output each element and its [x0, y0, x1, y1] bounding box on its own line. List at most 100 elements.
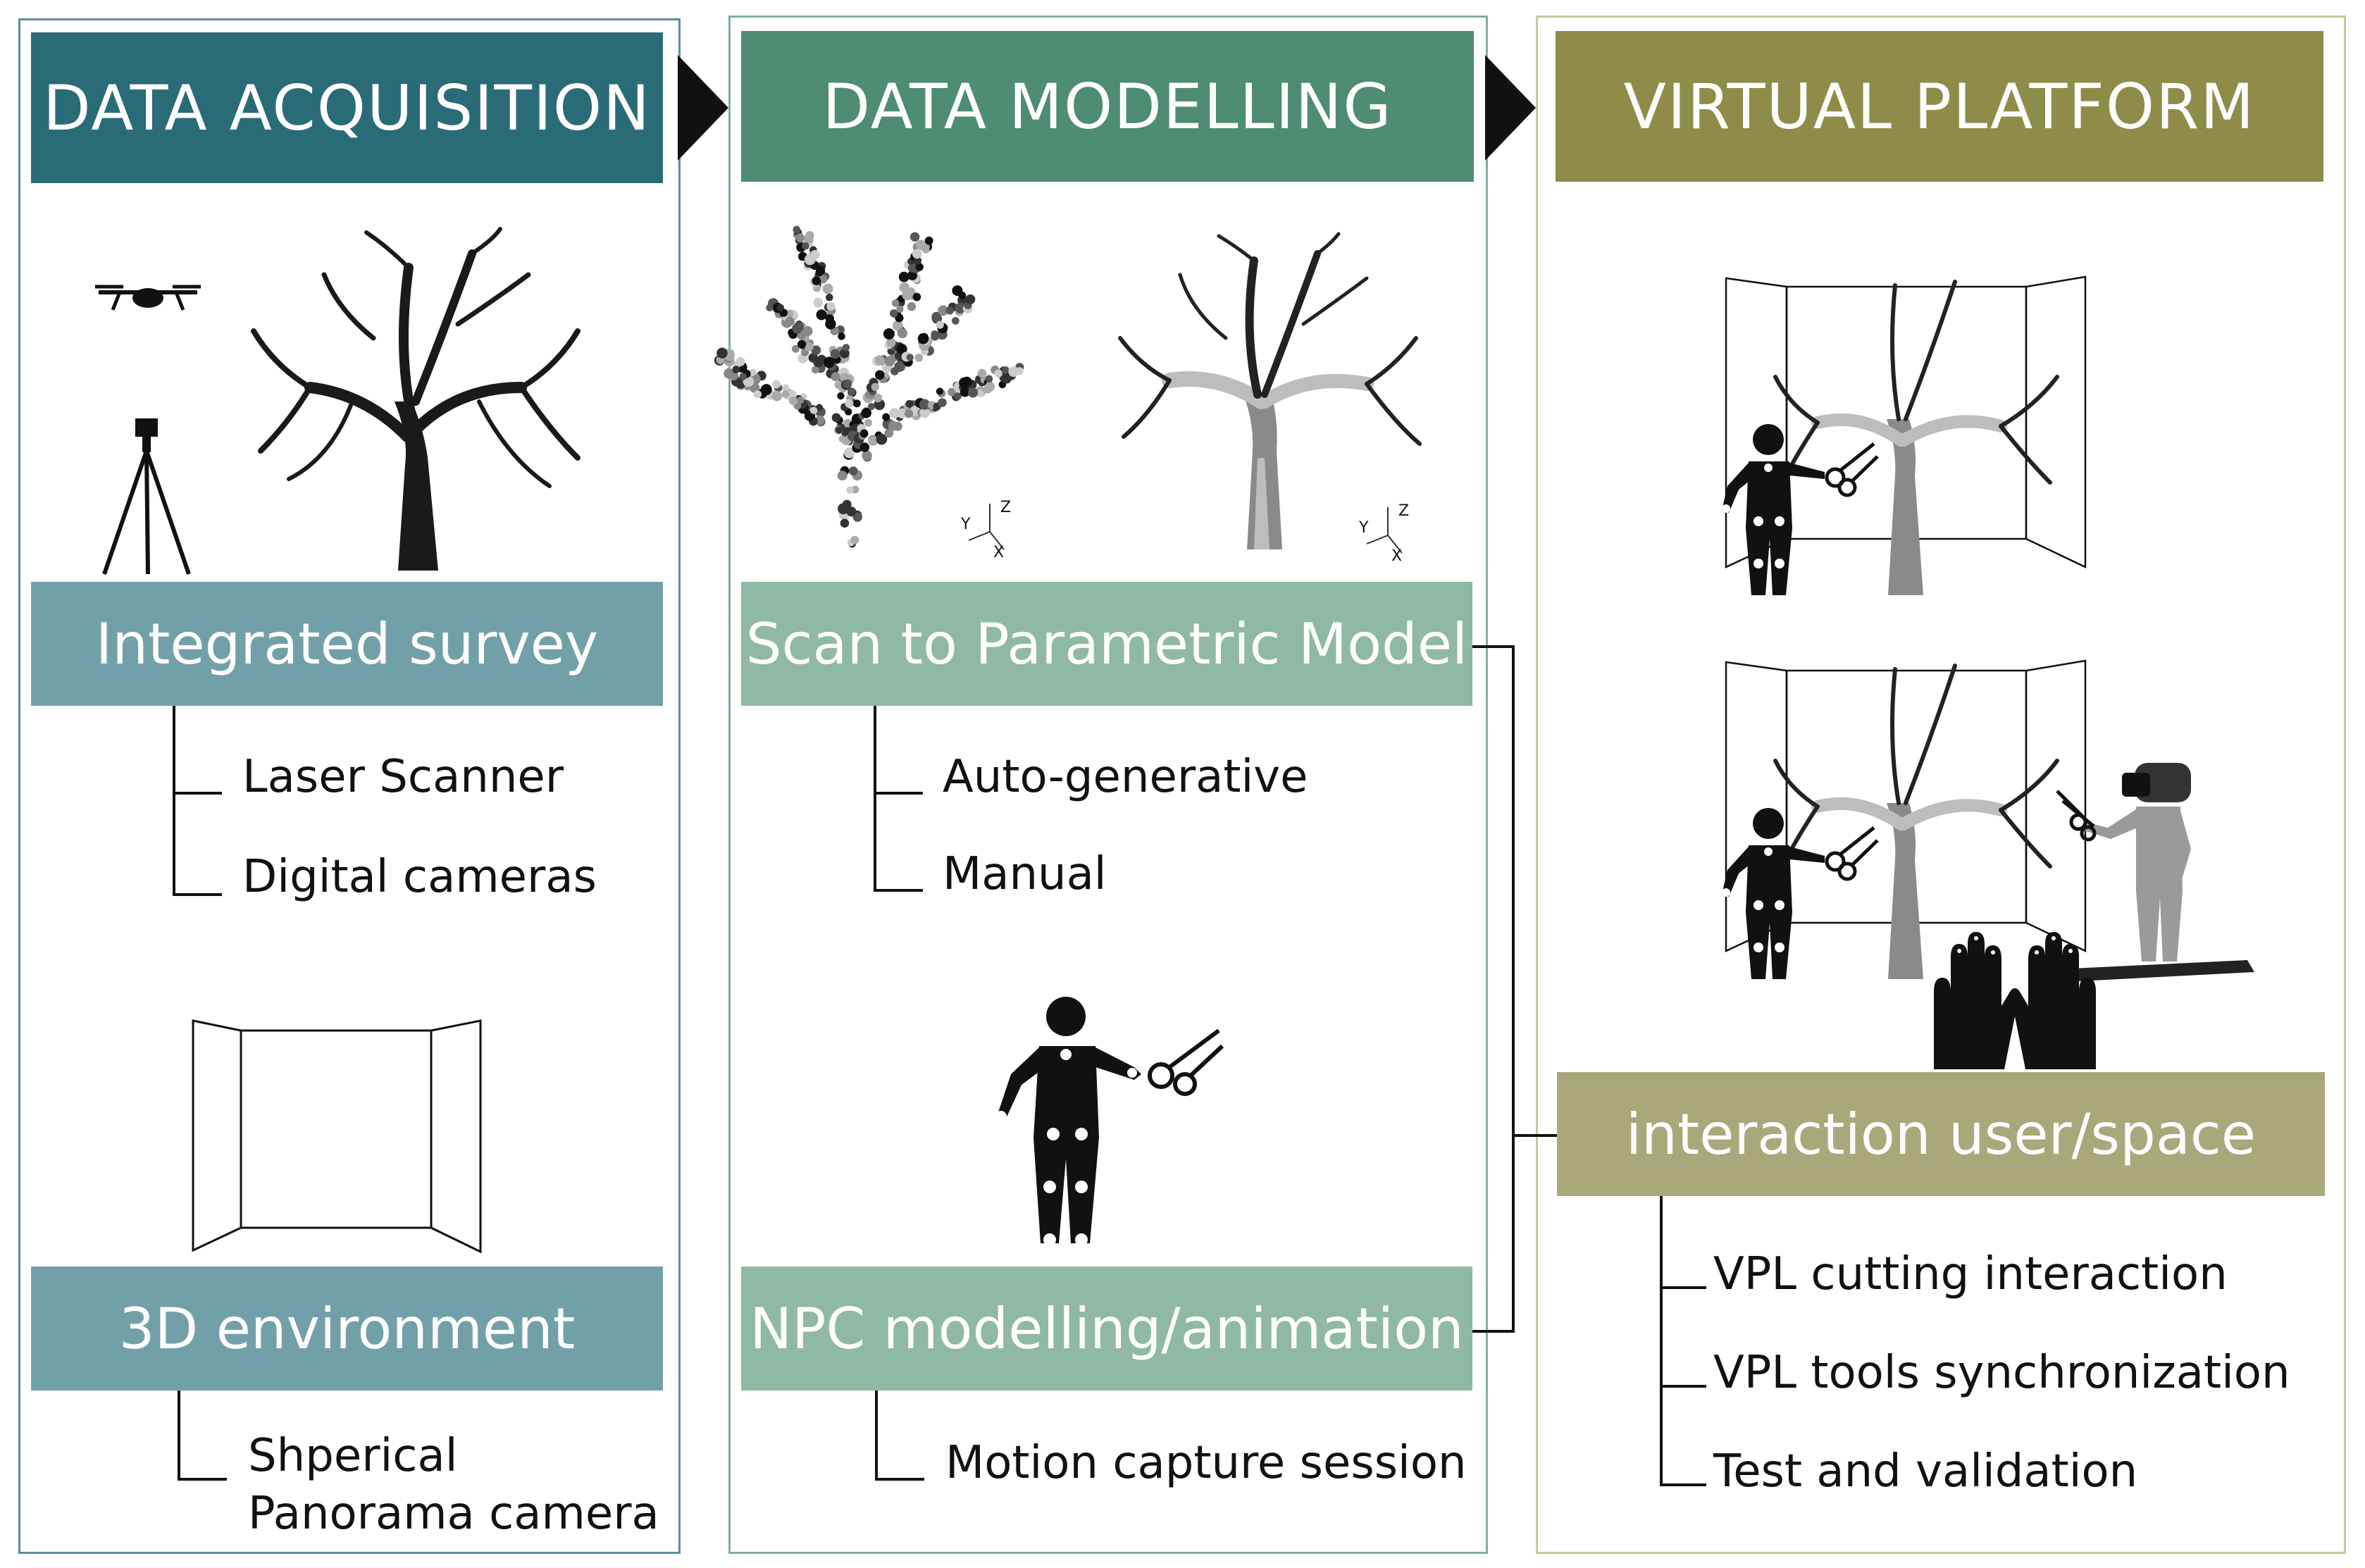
point-cloud-dot: [892, 320, 903, 331]
point-cloud-dot: [955, 302, 966, 313]
point-cloud-dot: [795, 233, 805, 242]
point-cloud-dot: [838, 332, 845, 340]
point-cloud-dot: [831, 372, 840, 382]
point-cloud-dot: [959, 377, 970, 389]
cave-scene-icon: [1725, 659, 2087, 979]
point-cloud-dot: [912, 249, 922, 259]
tree-icon: [251, 227, 581, 571]
point-cloud-dot: [766, 304, 774, 311]
data-acquisition-header: DATA ACQUISITION: [31, 32, 663, 183]
group-title-3d-environment: 3D environment: [31, 1267, 663, 1390]
bracket-tick: [874, 889, 923, 892]
tripod-scanner-icon: [102, 418, 191, 575]
bracket-connector: [173, 706, 222, 795]
point-cloud-dot: [948, 387, 956, 397]
point-cloud-dot: [897, 408, 907, 418]
point-cloud-dot: [822, 283, 833, 294]
connector-line: [1472, 645, 1515, 648]
point-cloud-dot: [898, 271, 910, 282]
point-cloud-dot: [994, 369, 1003, 378]
point-cloud-dot: [848, 387, 856, 396]
point-cloud-dot: [848, 466, 858, 475]
item-auto-generative: Auto-generative: [943, 751, 1308, 803]
item-vpl-tools-synchronization: VPL tools synchronization: [1713, 1347, 2290, 1399]
point-cloud-dot: [864, 418, 872, 427]
bracket-connector: [875, 1390, 924, 1481]
point-cloud-dot: [938, 305, 948, 316]
connector-line: [1512, 1134, 1557, 1137]
point-cloud-dot: [875, 370, 885, 380]
point-cloud-dot: [840, 518, 850, 528]
point-cloud-dot: [846, 486, 854, 494]
point-cloud-dot: [813, 297, 823, 308]
point-cloud-dot: [831, 413, 841, 423]
vr-headset-user-icon: [2056, 763, 2254, 981]
drone-icon: [95, 285, 201, 311]
point-cloud-dot: [907, 263, 917, 273]
point-cloud-dot: [749, 368, 757, 376]
point-cloud-dot: [884, 356, 895, 367]
point-cloud-dot: [772, 380, 781, 389]
group-title-interaction-user-space: interaction user/space: [1557, 1072, 2325, 1196]
point-cloud-dot: [907, 302, 917, 311]
point-cloud-dot: [716, 347, 728, 359]
point-cloud-dot: [893, 421, 902, 431]
group-title-integrated-survey: Integrated survey: [31, 582, 663, 706]
point-cloud-dot: [871, 382, 879, 391]
connector-line: [1512, 645, 1515, 1333]
point-cloud-dot: [811, 345, 821, 356]
axis-label-y: Y: [961, 516, 971, 533]
point-cloud-dot: [797, 397, 805, 404]
gloves-icon: [1934, 932, 2096, 1069]
axis-label-y: Y: [1359, 519, 1369, 537]
point-cloud-dot: [838, 435, 846, 443]
bracket-connector: [178, 1390, 227, 1481]
point-cloud-dot: [965, 294, 976, 304]
axis-icon: [1366, 507, 1403, 554]
point-cloud-dot: [873, 393, 883, 403]
point-cloud-dot: [896, 305, 904, 313]
data-acquisition-column: [18, 18, 681, 1554]
axis-label-z: Z: [1398, 502, 1410, 520]
point-cloud-dot: [976, 390, 984, 397]
data-modelling-header: DATA MODELLING: [741, 31, 1474, 182]
point-cloud-dot: [859, 429, 869, 438]
item-spherical: Shperical: [248, 1430, 458, 1482]
point-cloud-dot: [921, 242, 930, 251]
point-cloud-dot: [884, 428, 894, 438]
point-cloud-dot: [859, 442, 870, 452]
point-cloud-dot: [771, 390, 783, 402]
point-cloud-dot: [931, 311, 942, 322]
point-cloud-dot: [808, 353, 818, 363]
point-cloud-dot: [825, 313, 834, 323]
point-cloud-dot: [793, 225, 800, 234]
point-cloud-dot: [724, 368, 734, 379]
group-title-npc-modelling-animation: NPC modelling/animation: [741, 1267, 1472, 1390]
point-cloud-dot: [785, 316, 795, 326]
cave-environment-icon: [192, 1019, 482, 1254]
point-cloud-dot: [914, 354, 924, 362]
point-cloud-dot: [861, 407, 871, 418]
point-cloud-dot: [905, 399, 914, 408]
point-cloud-dot: [910, 232, 920, 242]
point-cloud-dot: [874, 355, 885, 366]
point-cloud-dot: [917, 332, 929, 344]
point-cloud-dot: [815, 404, 823, 411]
point-cloud-dot: [816, 309, 827, 321]
bracket-tick: [1660, 1483, 1706, 1486]
point-cloud-dot: [882, 413, 890, 421]
virtual-platform-header: VIRTUAL PLATFORM: [1556, 31, 2323, 182]
point-cloud-dot: [816, 266, 826, 275]
point-cloud-dot: [839, 348, 850, 359]
point-cloud-dot: [826, 293, 833, 301]
point-cloud-dot: [811, 366, 819, 374]
point-cloud-dot: [954, 392, 962, 400]
point-cloud-dot: [802, 242, 809, 250]
bracket-connector: [1660, 1196, 1663, 1486]
bracket-connector: [173, 789, 175, 896]
point-cloud-dot: [846, 506, 857, 517]
point-cloud-dot: [951, 317, 960, 325]
bracket-connector: [874, 706, 923, 795]
point-cloud-dot: [804, 342, 814, 351]
point-cloud-dot: [868, 436, 879, 446]
